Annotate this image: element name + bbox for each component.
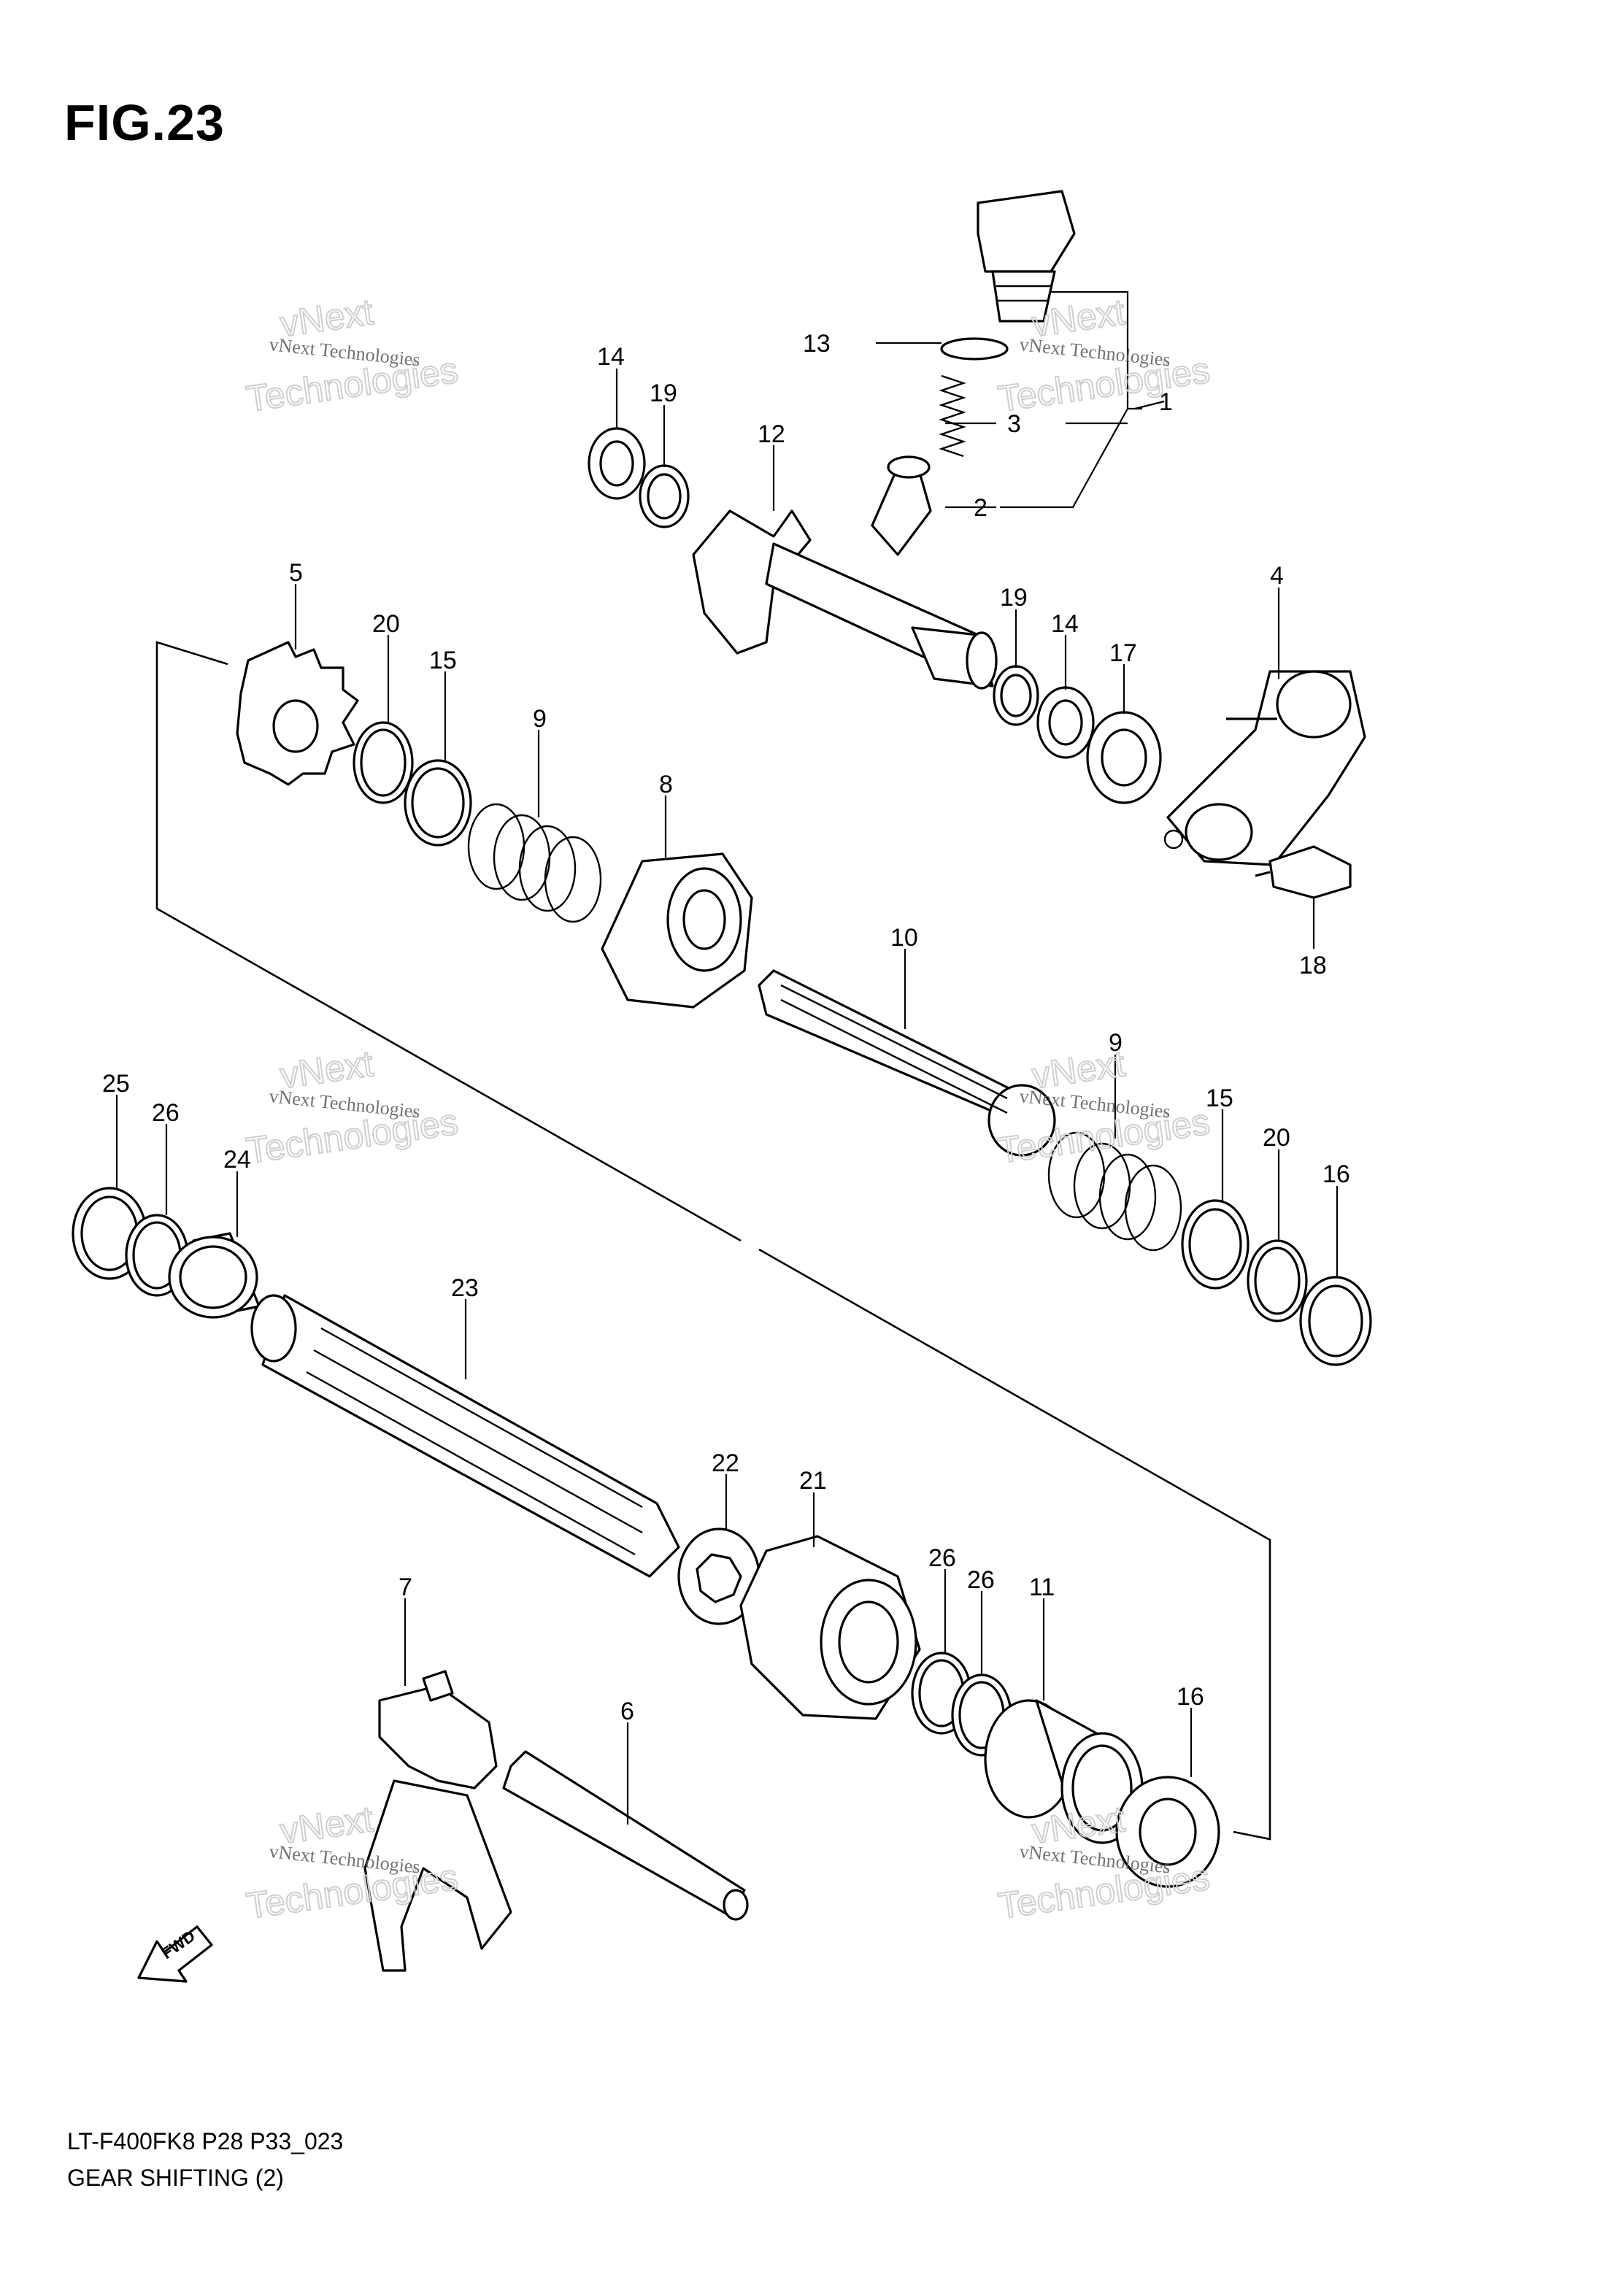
spring-9-upper bbox=[467, 803, 602, 923]
bolt-18 bbox=[1255, 845, 1352, 899]
shift-gear-5 bbox=[236, 641, 359, 786]
callout-19-upper: 19 bbox=[650, 380, 677, 407]
callout-1: 1 bbox=[1159, 388, 1173, 416]
footer-diagram-name: GEAR SHIFTING (2) bbox=[67, 2165, 284, 2191]
callout-15-lower: 15 bbox=[1206, 1085, 1233, 1112]
detent-pin-2 bbox=[871, 455, 932, 556]
gearshift-shaft-12 bbox=[692, 509, 998, 690]
callout-7: 7 bbox=[398, 1573, 412, 1601]
callout-22: 22 bbox=[712, 1449, 739, 1477]
callout-9-lower: 9 bbox=[1109, 1029, 1123, 1057]
stopper-plate-22 bbox=[677, 1528, 761, 1625]
spring-3 bbox=[939, 374, 966, 458]
callout-5: 5 bbox=[289, 559, 303, 587]
bearing-24 bbox=[168, 1232, 261, 1319]
callout-2: 2 bbox=[974, 494, 987, 522]
bolt-part bbox=[977, 190, 1076, 323]
footer-diagram-code: LT-F400FK8 P28 P33_023 bbox=[67, 2128, 344, 2154]
gearshift-cam-21 bbox=[739, 1535, 921, 1720]
gearshift-arm-4 bbox=[1163, 670, 1366, 866]
callout-14-upper: 14 bbox=[597, 343, 625, 371]
gearshift-cam-shaft-23 bbox=[250, 1294, 680, 1578]
callout-18: 18 bbox=[1299, 952, 1327, 979]
spring-9-lower bbox=[1047, 1131, 1182, 1252]
callout-8: 8 bbox=[659, 771, 673, 798]
assembly-frame-lower bbox=[758, 1248, 1271, 1841]
fork-shaft-6 bbox=[502, 1750, 749, 1921]
callout-4: 4 bbox=[1270, 562, 1284, 590]
figure-title: FIG.23 bbox=[64, 94, 225, 151]
callout-16-right: 16 bbox=[1322, 1160, 1350, 1188]
callout-26-right-b: 26 bbox=[967, 1566, 995, 1594]
callout-labels: 1 2 3 4 5 6 7 8 9 9 10 11 12 13 14 14 15… bbox=[102, 330, 1350, 1725]
callout-11: 11 bbox=[1029, 1573, 1055, 1601]
callout-24: 24 bbox=[223, 1146, 251, 1174]
leader-lines bbox=[115, 342, 1339, 1825]
callout-12: 12 bbox=[758, 420, 785, 448]
callout-23: 23 bbox=[451, 1274, 479, 1302]
callout-17: 17 bbox=[1109, 639, 1137, 667]
callout-6: 6 bbox=[620, 1698, 634, 1725]
cam-driven-gear-8 bbox=[601, 852, 753, 1009]
callout-14-right: 14 bbox=[1051, 610, 1079, 638]
shift-shaft-10 bbox=[758, 969, 1056, 1157]
assembly-frame bbox=[155, 641, 742, 1242]
callout-19-right: 19 bbox=[1000, 584, 1028, 612]
washer-13 bbox=[940, 337, 1009, 361]
callout-16-lower: 16 bbox=[1177, 1683, 1204, 1711]
callout-20-upper: 20 bbox=[372, 610, 400, 638]
callout-13: 13 bbox=[803, 330, 831, 358]
callout-20-lower: 20 bbox=[1263, 1124, 1290, 1152]
fwd-direction-arrow: FWD bbox=[137, 1925, 213, 1983]
callout-15-upper: 15 bbox=[429, 647, 457, 674]
callout-26-right-a: 26 bbox=[928, 1544, 956, 1572]
callout-21: 21 bbox=[799, 1467, 827, 1495]
callout-10: 10 bbox=[890, 924, 918, 952]
shift-fork-7 bbox=[363, 1670, 512, 1972]
callout-3: 3 bbox=[1007, 410, 1021, 438]
callout-26-left: 26 bbox=[152, 1099, 180, 1127]
callout-25: 25 bbox=[102, 1070, 130, 1098]
callout-9-upper: 9 bbox=[533, 705, 547, 733]
